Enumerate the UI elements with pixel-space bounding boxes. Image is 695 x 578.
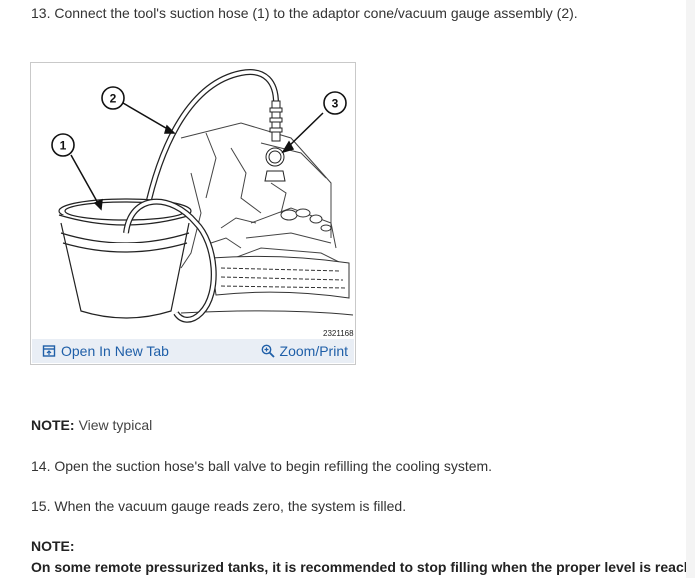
figure-toolbar: Open In New Tab Zoom/Print xyxy=(32,339,354,363)
step-15-text: 15. When the vacuum gauge reads zero, th… xyxy=(31,498,407,514)
note-view-typical: NOTE:View typical xyxy=(31,417,152,433)
callout-1-circle xyxy=(51,133,75,157)
step-13-text: 13. Connect the tool's suction hose (1) … xyxy=(31,5,578,21)
note-pressurized-label: NOTE: xyxy=(31,538,75,554)
page-scrollbar[interactable] xyxy=(686,0,695,578)
illustration-figure: 1 2 3 2321168 Open In New Tab Zoom/Print xyxy=(30,62,356,365)
callout-2-circle xyxy=(101,86,125,110)
open-in-new-tab-link[interactable]: Open In New Tab xyxy=(42,343,169,359)
callout-2-label: 2 xyxy=(110,92,117,106)
note-pressurized-text: On some remote pressurized tanks, it is … xyxy=(31,559,695,575)
callout-3-label: 3 xyxy=(332,97,339,111)
figure-id: 2321168 xyxy=(323,329,354,338)
note-text: View typical xyxy=(78,417,153,433)
callout-1-label: 1 xyxy=(60,139,67,153)
open-in-new-tab-label: Open In New Tab xyxy=(61,343,169,359)
note-label: NOTE: xyxy=(31,538,75,554)
note-label: NOTE: xyxy=(31,417,75,433)
zoom-print-label: Zoom/Print xyxy=(279,343,348,359)
cooling-system-illustration: 1 2 3 xyxy=(51,69,354,323)
zoom-print-link[interactable]: Zoom/Print xyxy=(261,343,348,359)
open-new-tab-icon xyxy=(42,345,56,357)
zoom-in-icon xyxy=(261,344,275,358)
step-14-text: 14. Open the suction hose's ball valve t… xyxy=(31,458,493,474)
callout-3-circle xyxy=(323,91,347,115)
